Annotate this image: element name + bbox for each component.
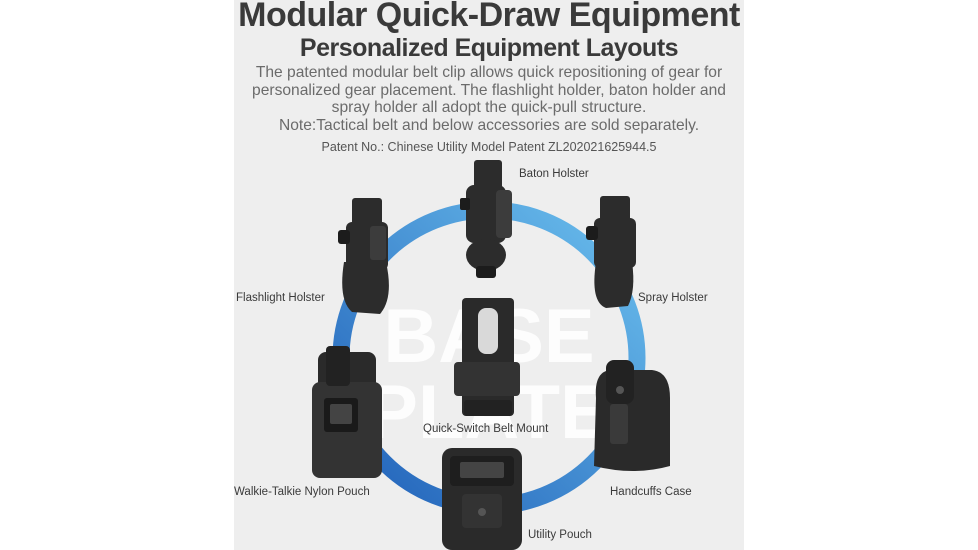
label-baton-holster: Baton Holster — [519, 168, 589, 180]
utility-pouch-image — [442, 448, 522, 550]
label-belt-mount: Quick-Switch Belt Mount — [423, 423, 549, 435]
ring-graphic: BASE PLATE — [312, 160, 670, 550]
description-text: The patented modular belt clip allows qu… — [252, 64, 726, 116]
walkie-talkie-pouch-image — [312, 346, 382, 478]
label-utility-pouch: Utility Pouch — [528, 529, 592, 541]
label-flashlight-holster: Flashlight Holster — [236, 292, 325, 304]
label-spray-holster: Spray Holster — [638, 292, 708, 304]
patent-number: Patent No.: Chinese Utility Model Patent… — [321, 140, 657, 154]
page-title: Modular Quick-Draw Equipment — [238, 0, 740, 34]
label-handcuffs-case: Handcuffs Case — [610, 486, 692, 498]
label-walkie-talkie-pouch: Walkie-Talkie Nylon Pouch — [234, 486, 370, 498]
description-block: The patented modular belt clip allows qu… — [240, 64, 738, 134]
page-subtitle: Personalized Equipment Layouts — [299, 34, 679, 62]
note-text: Note:Tactical belt and below accessories… — [278, 116, 700, 134]
baton-holster-image — [460, 160, 512, 278]
handcuffs-case-image — [594, 360, 670, 471]
spray-holster-image — [586, 196, 636, 308]
belt-mount-image — [454, 298, 520, 416]
flashlight-holster-image — [338, 198, 389, 314]
product-panel: BASE PLATE — [234, 0, 744, 550]
